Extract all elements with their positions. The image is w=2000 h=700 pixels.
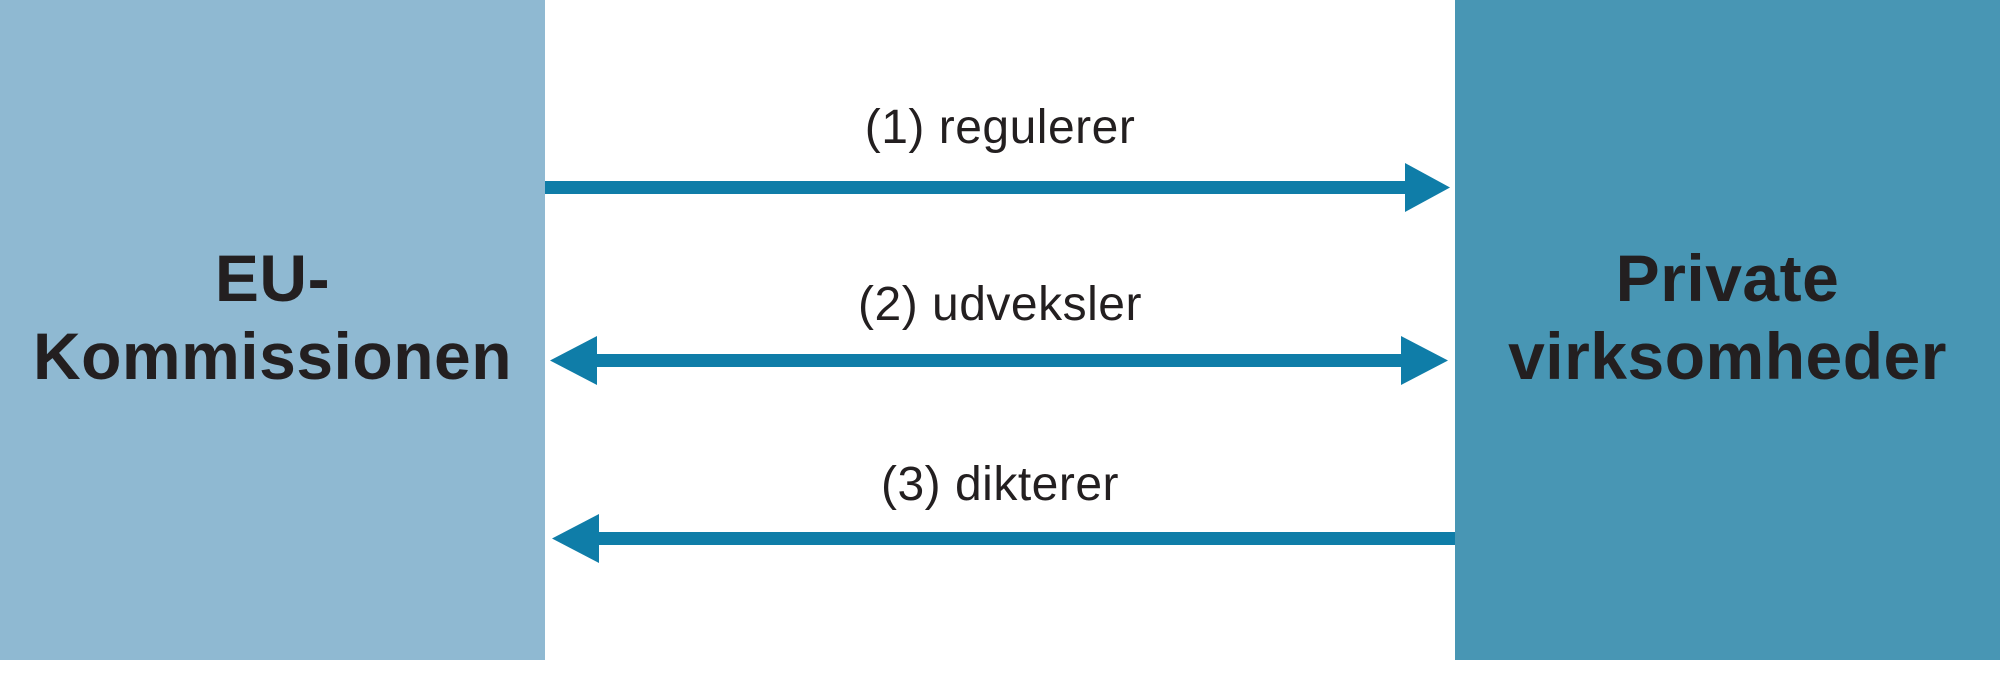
relation-label-udveksler: (2) udveksler [858,278,1142,331]
private-companies-box: Private virksomheder [1455,0,2000,660]
private-companies-label: Private virksomheder [1508,239,1947,421]
relation-label-regulerer: (1) regulerer [864,101,1136,154]
eu-commission-label-line2: Kommissionen [32,319,513,393]
private-companies-label-line1: Private [1615,241,1840,315]
arrow-dikterer-left-icon [552,514,1455,563]
arrow-udveksler-both-icon [550,336,1448,385]
eu-commission-label: EU- Kommissionen [33,239,512,421]
eu-commission-box: EU- Kommissionen [0,0,545,660]
arrow-regulerer-right-icon [545,163,1450,212]
eu-commission-label-line1: EU- [214,241,331,315]
private-companies-label-line2: virksomheder [1508,319,1947,393]
relation-label-dikterer: (3) dikterer [880,458,1120,511]
